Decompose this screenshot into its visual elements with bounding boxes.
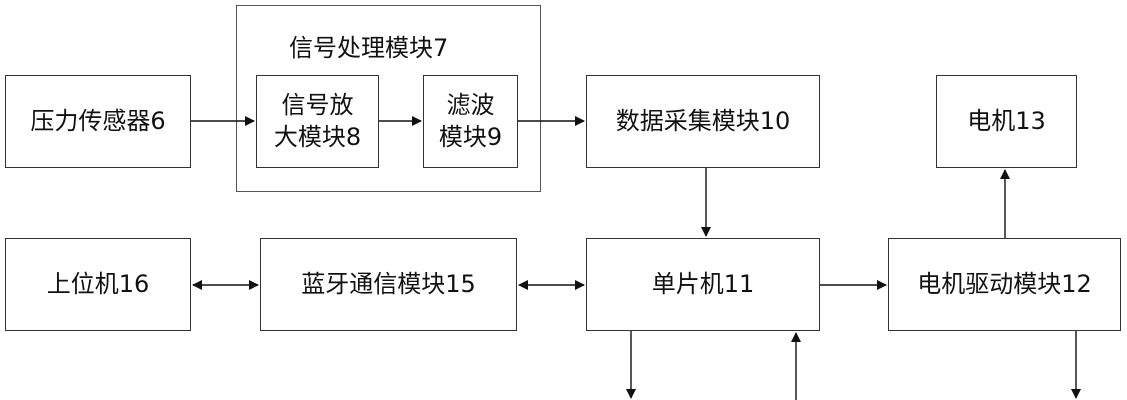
bluetooth-module-block: 蓝牙通信模块15: [260, 238, 517, 331]
motor-label: 电机13: [967, 106, 1046, 135]
signal-amplifier-block: 信号放 大模块8: [256, 75, 379, 168]
signal-processing-group-title: 信号处理模块7: [289, 34, 449, 62]
filter-label: 滤波 模块9: [438, 91, 503, 151]
host-computer-block: 上位机16: [5, 238, 191, 331]
data-acquisition-label: 数据采集模块10: [615, 106, 791, 135]
motor-driver-block: 电机驱动模块12: [888, 238, 1121, 331]
motor-block: 电机13: [936, 75, 1077, 168]
motor-driver-label: 电机驱动模块12: [917, 269, 1092, 298]
mcu-block: 单片机11: [586, 238, 820, 331]
host-computer-label: 上位机16: [46, 269, 150, 298]
pressure-sensor-block: 压力传感器6: [5, 75, 191, 168]
pressure-sensor-label: 压力传感器6: [30, 106, 166, 135]
filter-block: 滤波 模块9: [423, 75, 518, 168]
signal-amplifier-label: 信号放 大模块8: [273, 91, 362, 151]
signal-processing-group: [236, 5, 541, 192]
data-acquisition-block: 数据采集模块10: [586, 75, 820, 168]
mcu-label: 单片机11: [651, 269, 755, 298]
bluetooth-module-label: 蓝牙通信模块15: [301, 269, 476, 298]
